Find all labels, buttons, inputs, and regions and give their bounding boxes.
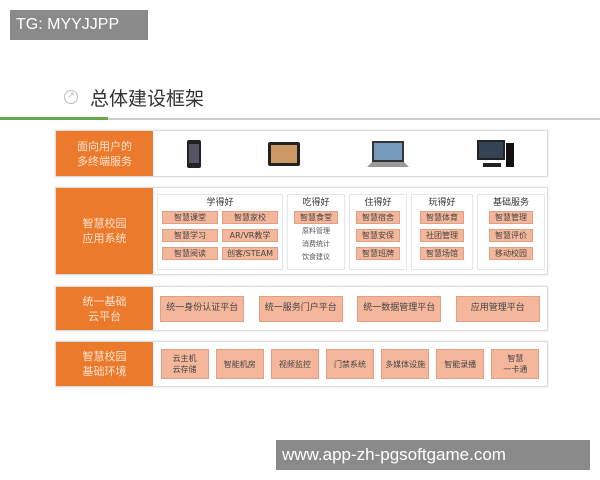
infrastructure-box: 多媒体设施 [381, 349, 430, 379]
app-item: AR/VR教学 [222, 229, 278, 242]
laptop-icon [366, 140, 409, 167]
group-title: 学得好 [206, 198, 234, 208]
group-items: 智慧宿舍智慧安保智慧班牌 [350, 211, 406, 260]
title-underline-accent [0, 117, 108, 120]
row-label: 智慧校园 应用系统 [56, 188, 153, 274]
row-applications: 智慧校园 应用系统 学得好智慧课堂智慧家校智慧学习 AR/VR教学智慧阅读创客/S… [55, 187, 548, 275]
title-divider [108, 118, 600, 120]
app-item: 智慧体育 [420, 211, 464, 224]
group-title: 吃得好 [302, 198, 330, 208]
page-title: 总体建设框架 [90, 88, 205, 110]
platform-box: 应用管理平台 [455, 295, 540, 322]
group-items: 智慧食堂原料管理消费统计饮食建议 [288, 211, 344, 263]
infrastructure-box: 云主机 云存储 [160, 349, 209, 379]
group-items: 智慧体育社团管理智慧场馆 [412, 211, 472, 260]
app-group: 学得好智慧课堂智慧家校智慧学习 AR/VR教学智慧阅读创客/STEAM [157, 194, 283, 270]
app-subitem: 饮食建议 [302, 253, 330, 261]
app-group: 基础服务智慧管理智慧评价移动校园 [477, 194, 545, 270]
row-label: 智慧校园 基础环境 [56, 342, 153, 386]
app-group: 吃得好智慧食堂原料管理消费统计饮食建议 [287, 194, 345, 270]
infrastructure-box: 智慧 一卡通 [491, 349, 540, 379]
infrastructure-box: 视频监控 [270, 349, 319, 379]
app-item: 智慧学习 [162, 229, 218, 242]
infrastructure-box: 智能机房 [215, 349, 264, 379]
row-label: 统一基础 云平台 [56, 287, 153, 330]
watermark-top: TG: MYYJJPP [10, 10, 148, 40]
app-item: 智慧场馆 [420, 247, 464, 260]
app-subitem: 原料管理 [302, 227, 330, 235]
app-item: 智慧安保 [356, 229, 400, 242]
row-terminals: 面向用户的 多终端服务 [55, 130, 548, 177]
arrow-circle-icon: ↗ [64, 90, 78, 104]
app-item: 智慧班牌 [356, 247, 400, 260]
group-title: 玩得好 [428, 198, 456, 208]
infrastructure-box: 智能录播 [436, 349, 485, 379]
platform-box: 统一身份认证平台 [160, 295, 245, 322]
app-group: 玩得好智慧体育社团管理智慧场馆 [411, 194, 473, 270]
app-item: 社团管理 [420, 229, 464, 242]
group-title: 住得好 [364, 198, 392, 208]
app-item: 智慧课堂 [162, 211, 218, 224]
app-item: 智慧宿舍 [356, 211, 400, 224]
app-group: 住得好智慧宿舍智慧安保智慧班牌 [349, 194, 407, 270]
app-item: 智慧阅读 [162, 247, 218, 260]
row-label: 面向用户的 多终端服务 [56, 131, 153, 176]
app-item: 智慧评价 [489, 229, 533, 242]
watermark-bottom: www.app-zh-pgsoftgame.com [276, 440, 590, 470]
group-title: 基础服务 [492, 198, 529, 208]
desktop-icon [476, 139, 514, 167]
platform-box: 统一服务门户平台 [258, 295, 343, 322]
app-item: 移动校园 [489, 247, 533, 260]
app-item: 创客/STEAM [222, 247, 278, 260]
row-infrastructure: 智慧校园 基础环境 云主机 云存储智能机房视频监控门禁系统多媒体设施智能录播智慧… [55, 341, 548, 387]
group-items: 智慧管理智慧评价移动校园 [478, 211, 544, 260]
row-cloud-platform: 统一基础 云平台 统一身份认证平台统一服务门户平台统一数据管理平台应用管理平台 [55, 286, 548, 331]
tablet-icon [267, 141, 300, 166]
app-item: 智慧家校 [222, 211, 278, 224]
app-subitem: 消费统计 [302, 240, 330, 248]
app-item: 智慧管理 [489, 211, 533, 224]
infrastructure-box: 门禁系统 [325, 349, 374, 379]
group-items: 智慧课堂智慧家校智慧学习 AR/VR教学智慧阅读创客/STEAM [158, 211, 282, 260]
phone-icon [186, 139, 201, 168]
app-item: 智慧食堂 [294, 211, 338, 224]
platform-box: 统一数据管理平台 [357, 295, 442, 322]
